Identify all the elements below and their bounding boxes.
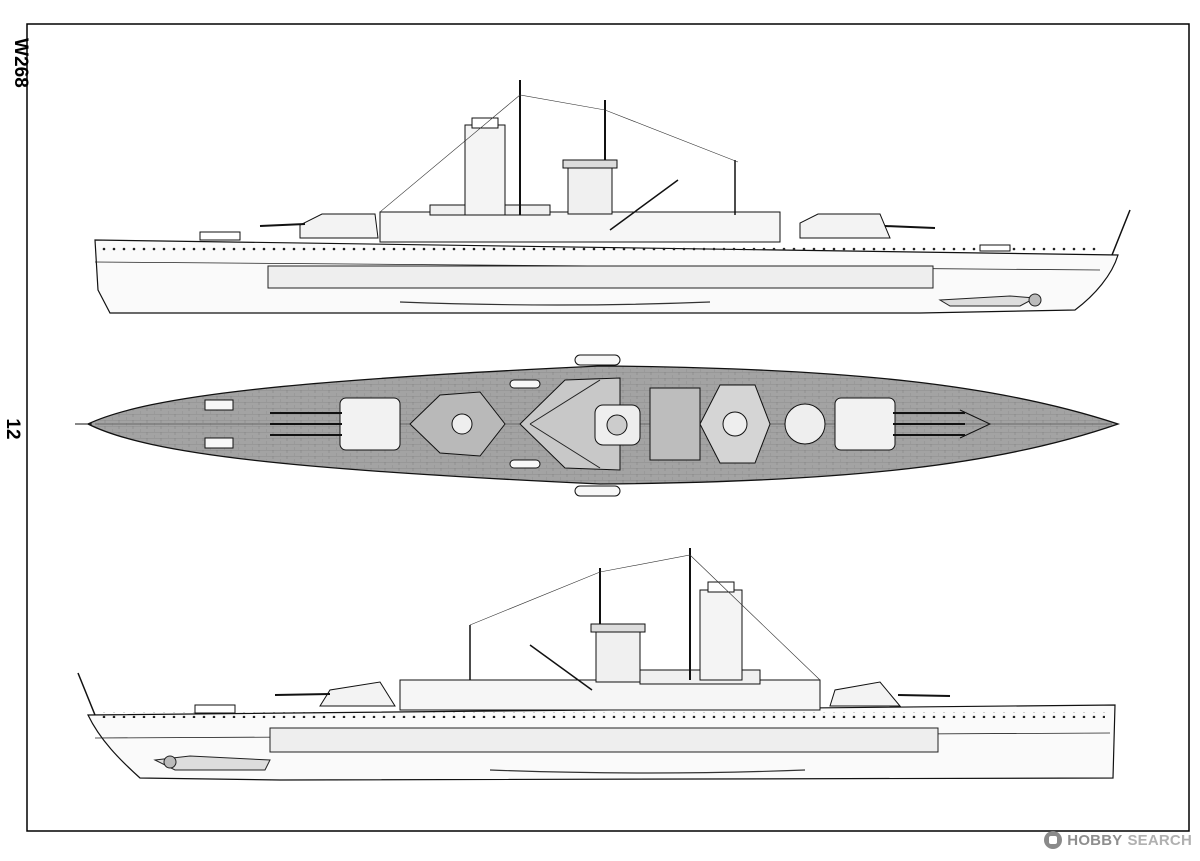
jack-staff — [1111, 209, 1131, 256]
boat — [574, 354, 621, 366]
watermark: HOBBY SEARCH — [1044, 831, 1192, 849]
rudder — [153, 755, 271, 771]
port-profile-view — [77, 548, 1116, 781]
turret-aft — [299, 213, 379, 239]
director-plan — [784, 403, 826, 445]
rudder — [938, 295, 1037, 307]
turret-fore — [319, 681, 396, 707]
watermark-brand-word-1: HOBBY — [1067, 831, 1123, 849]
crane — [609, 179, 679, 231]
page-frame — [26, 23, 1190, 832]
jack-staff — [77, 672, 96, 716]
superstructure — [379, 211, 781, 243]
armor-belt — [267, 265, 934, 289]
turret-aft — [829, 681, 902, 707]
watermark-brand-word-2: SEARCH — [1127, 831, 1192, 849]
armor-belt — [269, 727, 939, 753]
turret-fore — [799, 213, 891, 239]
turret-fore-plan — [834, 397, 965, 451]
funnel — [595, 627, 641, 683]
turret-aft-plan — [270, 397, 401, 451]
bridge-tower — [464, 124, 506, 216]
bridge-tower — [699, 589, 743, 681]
boat — [574, 485, 621, 497]
page-number-label: 12 — [2, 418, 23, 440]
starboard-profile-view — [94, 80, 1131, 314]
funnel — [567, 161, 613, 215]
propeller — [1028, 293, 1042, 307]
top-plan-view — [75, 354, 1121, 497]
sheet-code-label: W268 — [10, 38, 31, 88]
superstructure — [399, 679, 821, 711]
propeller — [163, 755, 177, 769]
hobby-search-logo-icon — [1044, 831, 1063, 849]
crane — [529, 644, 593, 691]
